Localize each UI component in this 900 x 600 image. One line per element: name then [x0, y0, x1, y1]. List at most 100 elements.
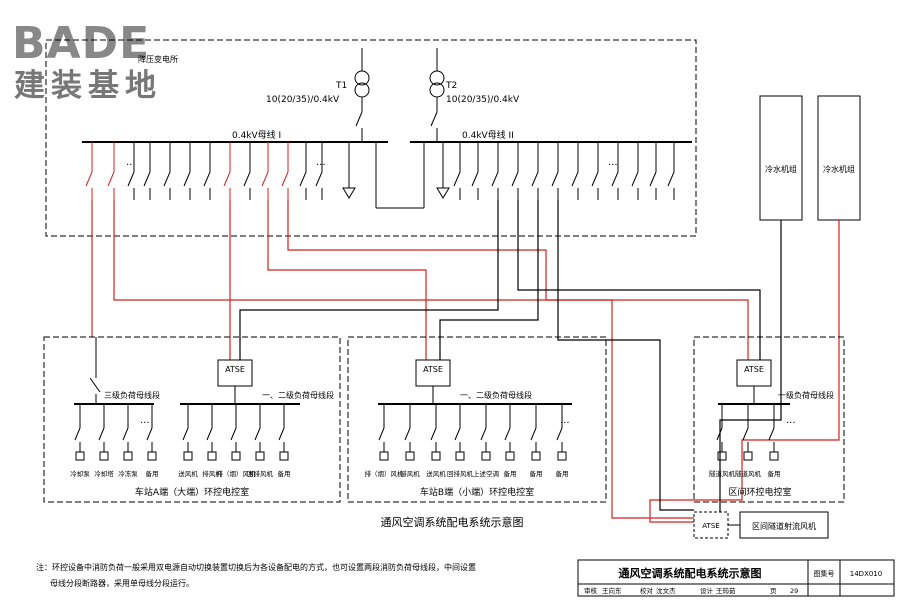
signature-cell: 沈文杰 — [656, 586, 676, 595]
room-a-title: 车站A端（大端）环控电控室 — [135, 486, 249, 498]
supply-cable — [239, 200, 499, 360]
feeder-switch — [531, 142, 539, 200]
load-branch: 备用 — [530, 404, 543, 478]
feeder-switch — [649, 142, 657, 200]
load-branch: 冷却泵 — [70, 404, 90, 478]
load-branch: 备用 — [768, 404, 781, 478]
room-a-box — [43, 336, 341, 503]
signature-cell: 审核 — [584, 586, 598, 595]
load-branch: 送风机 — [178, 404, 198, 478]
tunnel-fan-group: ATSE 区间隧道射流风机 — [693, 511, 829, 539]
load-label: 备用 — [504, 469, 517, 478]
feeder-switch — [667, 142, 675, 200]
load-branch: 冷却塔 — [94, 404, 114, 478]
load-branch: 送风机 — [426, 404, 446, 478]
feeder-switch — [315, 142, 323, 200]
t1-name: T1 — [335, 81, 347, 91]
feeder-switch — [453, 142, 461, 200]
load-label: 冷却泵 — [70, 469, 90, 478]
load-branch: 排风机 — [400, 404, 420, 478]
feeder-switch — [571, 142, 579, 200]
feeder-switch — [143, 142, 151, 200]
bus-tie — [375, 142, 425, 209]
load-label: 备用 — [768, 469, 781, 478]
load-label: 备用 — [146, 469, 159, 478]
title-block-title: 通风空调系统配电系统示意图 — [619, 566, 762, 580]
atse-c-label: ATSE — [744, 365, 764, 374]
load-label: 上述空调 — [473, 469, 499, 478]
feeder-switch — [127, 142, 135, 200]
supply-cable — [267, 200, 427, 360]
load-branch: 回排风机 — [447, 404, 474, 478]
signature-cell: 王筠茹 — [716, 586, 736, 595]
room-c-title: 区间环控电控室 — [728, 486, 791, 498]
load-label: 排（烟）风机 — [217, 469, 257, 478]
load-ellipsis: ··· — [140, 418, 150, 429]
load-label: 排（烟）风机 — [365, 469, 405, 478]
load-branch: 备用 — [504, 404, 517, 478]
feeder-ellipsis: ··· — [316, 160, 326, 171]
supply-cable — [287, 200, 749, 360]
transformer-t2: T2 10(20/35)/0.4kV — [429, 48, 520, 142]
load-branch: 隧道风机 — [735, 404, 762, 478]
supply-cable — [113, 200, 694, 519]
load-label: 备用 — [556, 469, 569, 478]
feeder-switch — [223, 142, 231, 200]
logo-brand: BADE — [12, 18, 150, 69]
room-b-box — [347, 336, 607, 503]
transformer-t1: T1 10(20/35)/0.4kV — [266, 48, 370, 142]
room-b-bus12-label: 一、二级负荷母线段 — [460, 390, 532, 400]
feeder-switch — [85, 142, 93, 200]
capacitor-bank-1 — [342, 142, 356, 199]
feeder-switch — [243, 142, 251, 200]
room-b-title: 车站B端（小端）环控电控室 — [420, 486, 534, 498]
load-branch: 上述空调 — [473, 404, 499, 478]
load-label: 备用 — [278, 469, 291, 478]
load-ellipsis: ··· — [560, 418, 570, 429]
substation-label: 降压变电所 — [138, 54, 178, 64]
feeder-switch — [591, 142, 599, 200]
feeder-ellipsis: ··· — [608, 160, 618, 171]
load-branch: 备用 — [556, 404, 569, 478]
chiller-2-label: 冷水机组 — [823, 164, 855, 174]
room-c-bus1-label: 一级负荷母线段 — [778, 390, 834, 400]
feeder-switch — [183, 142, 191, 200]
capacitor-bank-2 — [436, 142, 450, 199]
feeder-switch — [299, 142, 307, 200]
signature-cell: 设计 — [700, 586, 714, 595]
load-branches: 冷却泵冷却塔冷冻泵备用送风机排风机排（烟）风机回排风机备用排（烟）风机排风机送风… — [70, 404, 796, 478]
load-label: 排风机 — [400, 469, 420, 478]
feeder-switches: ········· — [85, 142, 675, 200]
chiller-1: 冷水机组 — [759, 95, 803, 221]
load-branch: 回排风机 — [247, 404, 274, 478]
atse-c: ATSE — [736, 359, 772, 387]
tunnel-fan-atse: ATSE — [702, 522, 719, 530]
tunnel-fan-label: 区间隧道射流风机 — [752, 521, 816, 531]
load-branch: 排风机 — [202, 404, 222, 478]
signature-cell: 29 — [790, 587, 798, 595]
feeder-switch — [511, 142, 519, 200]
load-branch: 冷冻泵 — [118, 404, 138, 478]
busbar-2-label: 0.4kV母线 II — [462, 129, 514, 141]
feeder-switch — [107, 142, 115, 200]
feeder-switch — [551, 142, 559, 200]
load-branch: 排（烟）风机 — [365, 404, 405, 478]
feeder-switch — [281, 142, 289, 200]
chiller-2: 冷水机组 — [817, 95, 861, 221]
atse-a-label: ATSE — [225, 365, 245, 374]
feeder-switch — [631, 142, 639, 200]
load-label: 冷却塔 — [94, 469, 114, 478]
load-label: 回排风机 — [447, 469, 474, 478]
load-label: 冷冻泵 — [118, 469, 138, 478]
busbar-1-label: 0.4kV母线 I — [232, 129, 281, 141]
load-ellipsis: ··· — [786, 418, 796, 429]
feeder-switch — [163, 142, 171, 200]
feeder-switch — [261, 142, 269, 200]
load-label: 备用 — [530, 469, 543, 478]
supply-cable — [517, 200, 761, 360]
note-line-2: 母线分段断路器，采用单母线分段运行。 — [50, 578, 194, 588]
supply-cable — [719, 220, 782, 512]
room-a-bus12-label: 一、二级负荷母线段 — [262, 390, 334, 400]
